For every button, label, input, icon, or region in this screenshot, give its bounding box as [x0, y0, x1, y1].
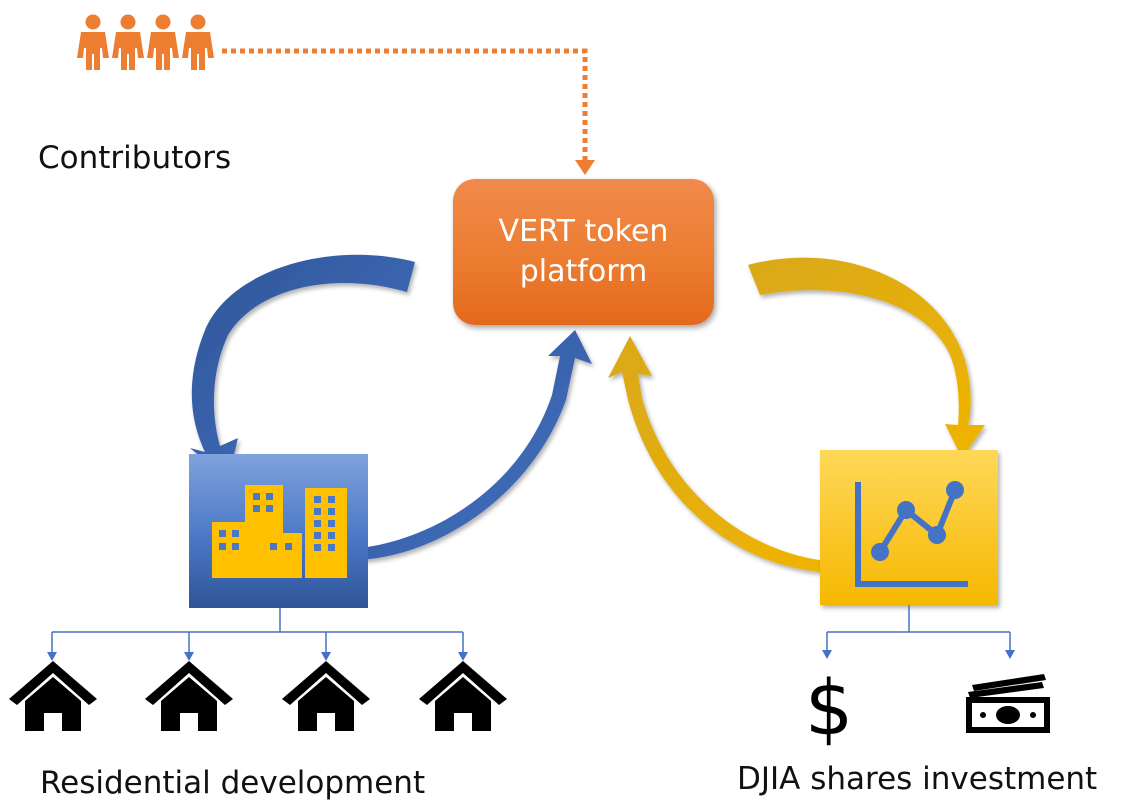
blue-arrow-to-platform — [352, 330, 592, 560]
cash-icon — [966, 674, 1050, 733]
house-icon — [419, 661, 507, 731]
residential-development-label: Residential development — [40, 765, 426, 801]
platform-label-line2: platform — [519, 254, 648, 289]
gold-arrow-to-chart — [748, 257, 985, 458]
blue-arrow-to-buildings — [190, 254, 415, 480]
vert-token-platform-box: VERT token platform — [453, 179, 714, 325]
djia-chart-icon — [820, 450, 998, 605]
contributors-label: Contributors — [38, 140, 232, 176]
contributors-icon — [77, 14, 214, 70]
residential-building-icon — [189, 454, 368, 608]
house-icon — [9, 661, 97, 731]
house-icon — [282, 661, 370, 731]
dollar-icon: $ — [805, 663, 853, 752]
residential-branch-lines — [51, 608, 464, 655]
contributors-connector — [222, 48, 595, 175]
platform-label-line1: VERT token — [498, 214, 669, 249]
djia-branch-lines — [826, 605, 1011, 653]
djia-branch-arrowheads — [822, 650, 1015, 659]
house-icon — [145, 661, 233, 731]
gold-arrow-to-platform — [608, 336, 842, 573]
djia-shares-investment-label: DJIA shares investment — [737, 761, 1098, 797]
residential-branch-arrowheads — [47, 652, 468, 661]
